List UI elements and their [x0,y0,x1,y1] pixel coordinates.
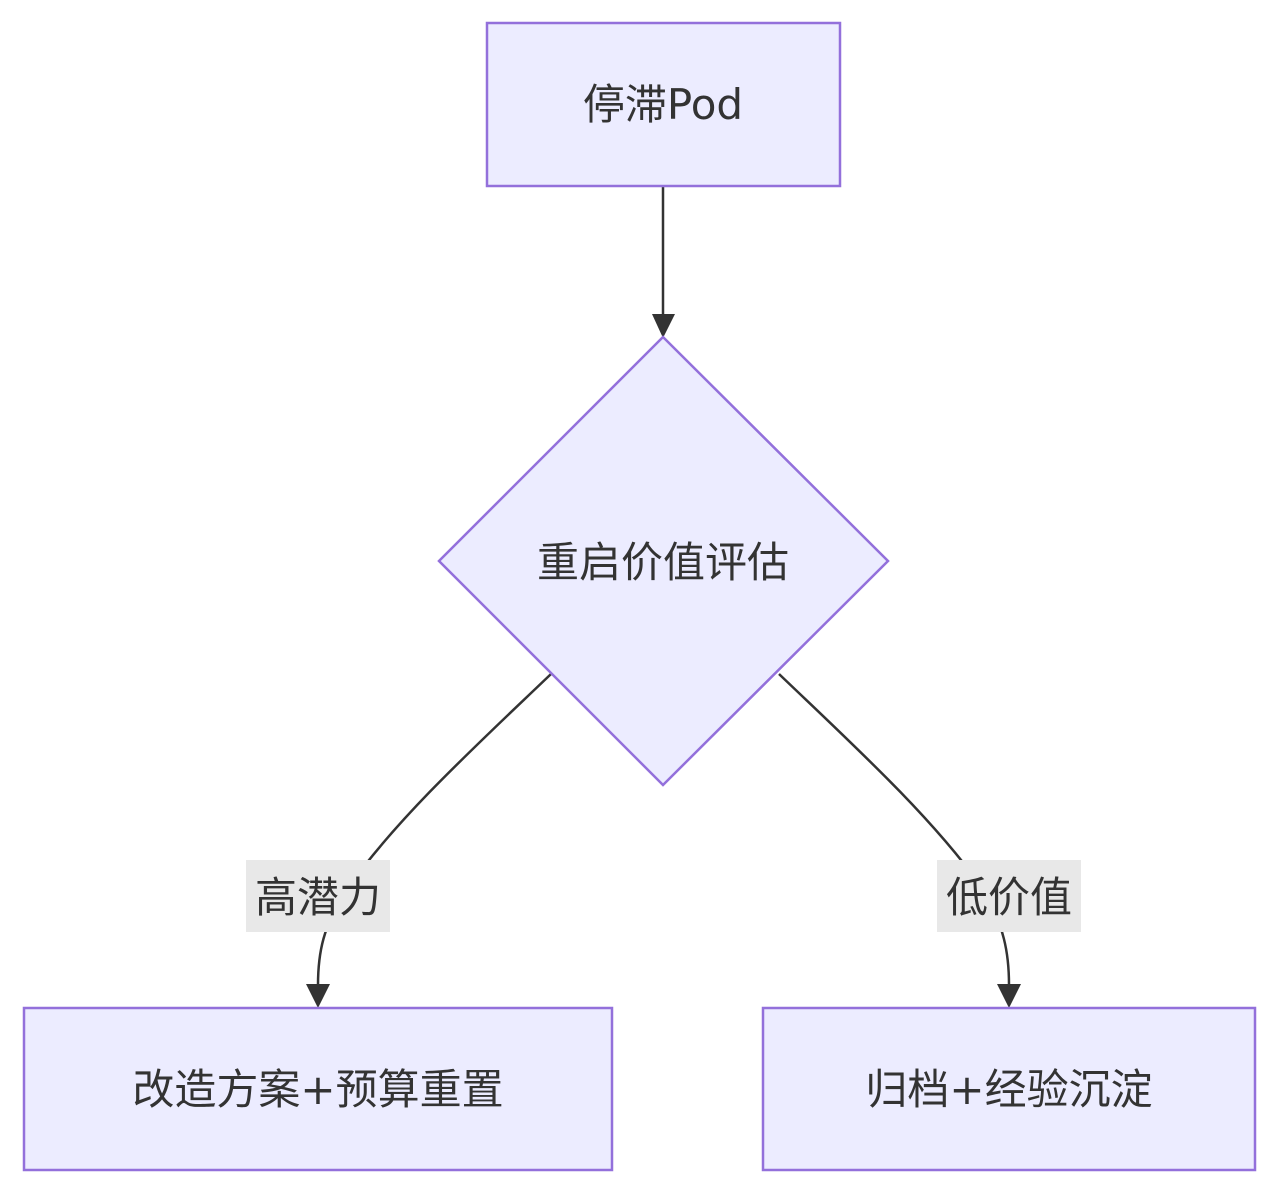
arrowhead-icon [652,314,675,338]
node-decision: 重启价值评估 [437,335,890,787]
arrowhead-icon [306,984,330,1008]
node-left-label: 改造方案+预算重置 [132,1065,503,1114]
edge-decision-to-right [778,673,1021,1008]
edge-decision-to-left [306,673,552,1008]
edge-label-high-potential: 高潜力 [246,860,390,932]
edge-start-to-decision [652,187,675,338]
node-left: 改造方案+预算重置 [22,1006,614,1172]
edge-label-text-right: 低价值 [946,873,1072,922]
node-decision-label: 重启价值评估 [537,538,789,587]
node-start-label: 停滞Pod [583,80,743,129]
arrowhead-icon [997,984,1021,1008]
node-start: 停滞Pod [485,21,842,188]
node-right: 归档+经验沉淀 [761,1006,1257,1172]
edge-label-low-value: 低价值 [937,860,1081,932]
edge-label-text-left: 高潜力 [255,873,381,922]
node-right-label: 归档+经验沉淀 [865,1065,1152,1114]
